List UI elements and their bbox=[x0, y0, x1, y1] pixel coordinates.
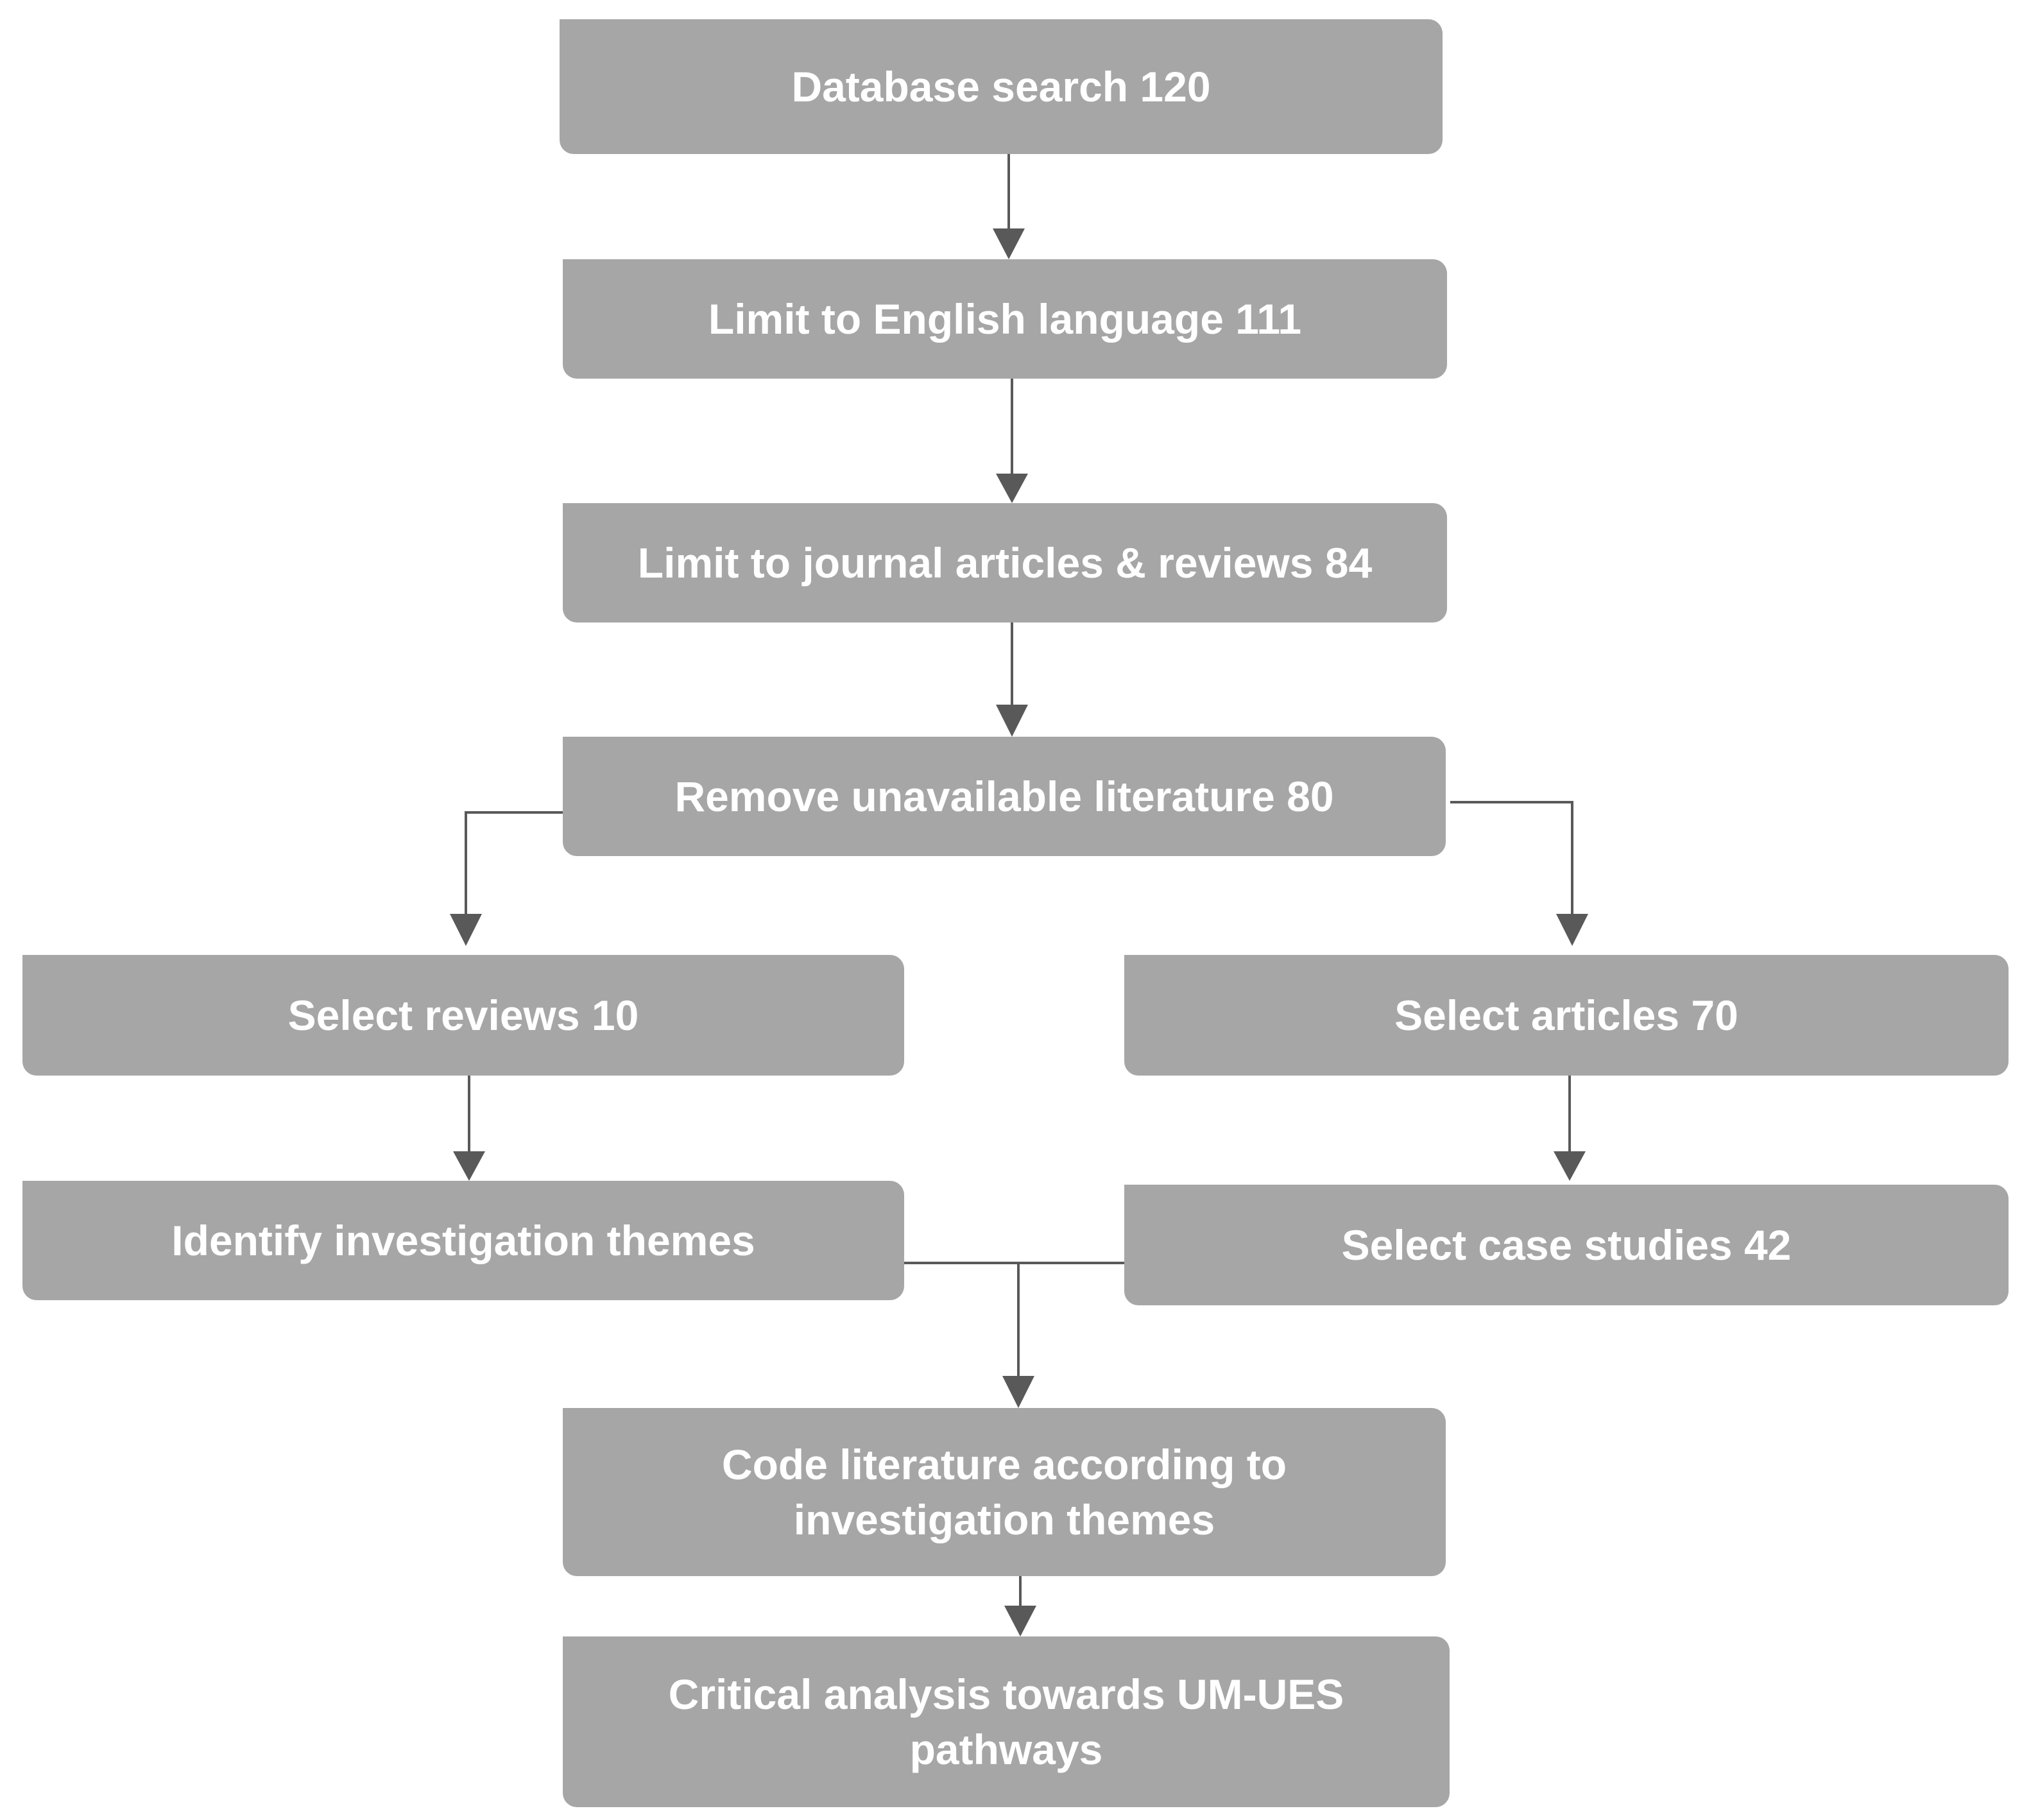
arrowhead-articles bbox=[1556, 914, 1588, 946]
node-select-reviews: Select reviews 10 bbox=[22, 955, 904, 1076]
arrowhead-reviews bbox=[450, 914, 482, 946]
node-identify-themes: Identify investigation themes bbox=[22, 1181, 904, 1300]
connector-lines bbox=[465, 154, 1573, 1608]
arrowhead-code bbox=[1002, 1376, 1034, 1408]
node-limit-english: Limit to English language 111 bbox=[563, 259, 1447, 379]
arrowhead-remove bbox=[996, 705, 1028, 737]
node-select-articles: Select articles 70 bbox=[1124, 955, 2009, 1076]
arrowhead-themes bbox=[453, 1151, 485, 1181]
connector-remove-to-reviews bbox=[465, 811, 563, 916]
node-code-literature: Code literature according to investigati… bbox=[563, 1408, 1446, 1576]
node-limit-journal: Limit to journal articles & reviews 84 bbox=[563, 503, 1447, 622]
connector-remove-to-articles bbox=[1450, 801, 1573, 916]
node-remove-unavailable: Remove unavailable literature 80 bbox=[563, 737, 1446, 856]
arrowheads bbox=[450, 228, 1588, 1636]
arrowhead-critical bbox=[1004, 1606, 1036, 1636]
node-select-case-studies: Select case studies 42 bbox=[1124, 1185, 2009, 1305]
arrowhead-journal bbox=[996, 474, 1028, 503]
arrowhead-english bbox=[993, 228, 1025, 259]
arrowhead-casestudies bbox=[1554, 1151, 1586, 1181]
node-critical-analysis: Critical analysis towards UM-UES pathway… bbox=[563, 1636, 1450, 1807]
node-database-search: Database search 120 bbox=[560, 19, 1443, 154]
